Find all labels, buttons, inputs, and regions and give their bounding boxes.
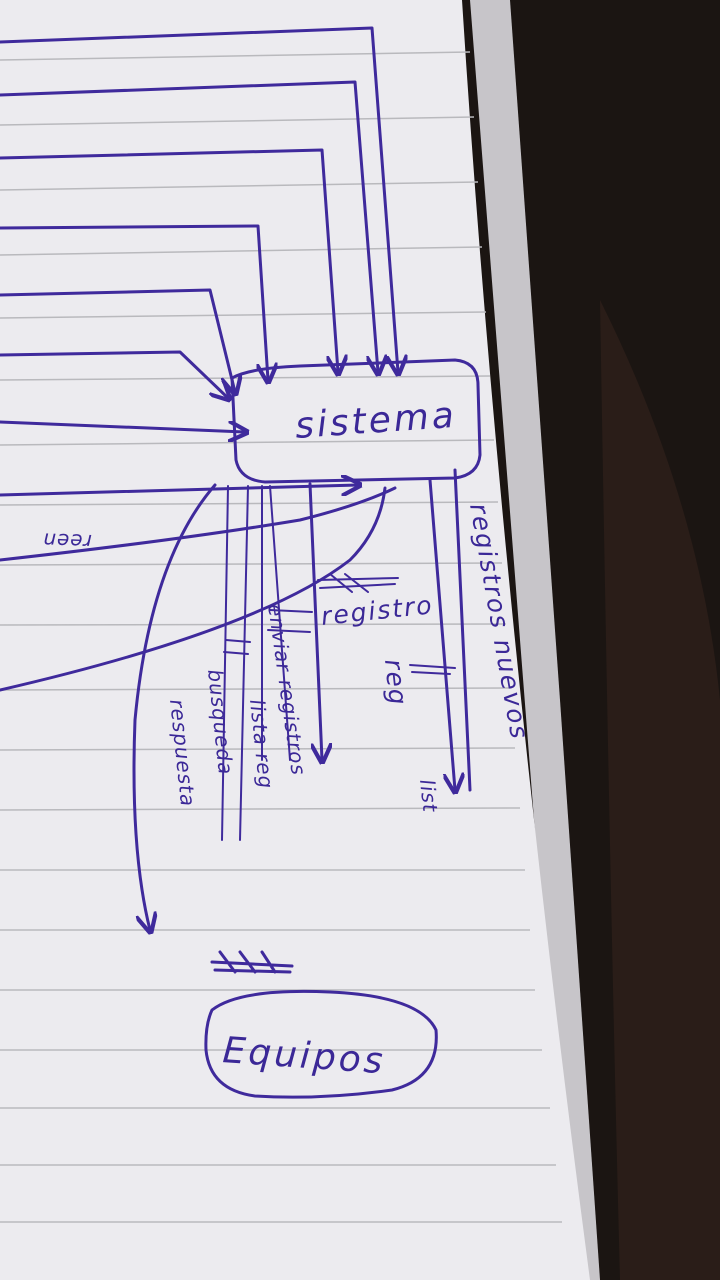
- flow-label-list: list: [415, 778, 442, 814]
- flow-label-reg: reg: [379, 658, 413, 708]
- equipos-entity-box: [204, 989, 438, 1099]
- crossed-out-scribbles: [210, 573, 456, 974]
- bottom-flows: [132, 468, 472, 930]
- partial-left-label: reen: [42, 528, 92, 554]
- notebook-page: [0, 0, 590, 1280]
- fabric-shadow: [600, 300, 720, 1280]
- incoming-flows: [0, 26, 398, 692]
- page-edge: [470, 0, 600, 1280]
